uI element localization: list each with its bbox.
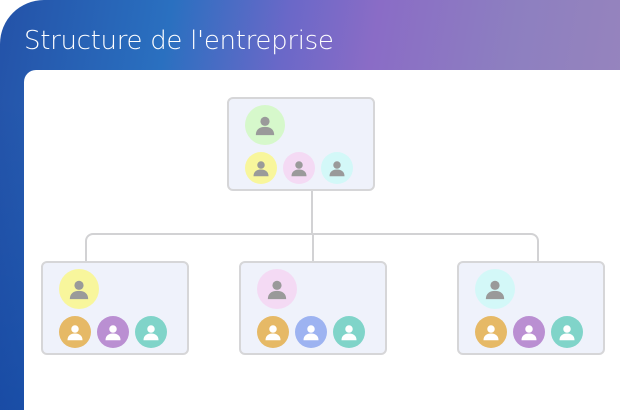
- member-avatar[interactable]: [245, 152, 277, 184]
- member-avatar[interactable]: [513, 316, 545, 348]
- org-node-left[interactable]: [41, 261, 189, 355]
- connector-vertical-top: [311, 190, 313, 233]
- person-icon: [303, 325, 319, 341]
- connector-middle: [312, 233, 314, 262]
- person-icon: [559, 325, 575, 341]
- person-icon: [69, 280, 89, 300]
- person-icon: [67, 325, 83, 341]
- person-icon: [143, 325, 159, 341]
- person-icon: [255, 116, 275, 136]
- lead-avatar[interactable]: [475, 269, 515, 309]
- lead-avatar[interactable]: [257, 269, 297, 309]
- org-node-right[interactable]: [457, 261, 605, 355]
- member-avatar[interactable]: [333, 316, 365, 348]
- member-avatar[interactable]: [59, 316, 91, 348]
- person-icon: [291, 161, 307, 177]
- person-icon: [521, 325, 537, 341]
- org-chart-card: [24, 70, 620, 410]
- page-title: Structure de l'entreprise: [24, 26, 334, 56]
- person-icon: [485, 280, 505, 300]
- member-avatar[interactable]: [283, 152, 315, 184]
- org-node-middle[interactable]: [239, 261, 387, 355]
- person-icon: [267, 280, 287, 300]
- person-icon: [105, 325, 121, 341]
- person-icon: [329, 161, 345, 177]
- connector-right: [311, 233, 539, 262]
- person-icon: [341, 325, 357, 341]
- person-icon: [253, 161, 269, 177]
- person-icon: [483, 325, 499, 341]
- member-avatar[interactable]: [295, 316, 327, 348]
- lead-avatar[interactable]: [59, 269, 99, 309]
- org-node-top[interactable]: [227, 97, 375, 191]
- person-icon: [265, 325, 281, 341]
- member-avatar[interactable]: [135, 316, 167, 348]
- member-avatar[interactable]: [321, 152, 353, 184]
- member-avatar[interactable]: [97, 316, 129, 348]
- connector-left: [85, 233, 313, 262]
- lead-avatar[interactable]: [245, 105, 285, 145]
- member-avatar[interactable]: [257, 316, 289, 348]
- member-avatar[interactable]: [551, 316, 583, 348]
- member-avatar[interactable]: [475, 316, 507, 348]
